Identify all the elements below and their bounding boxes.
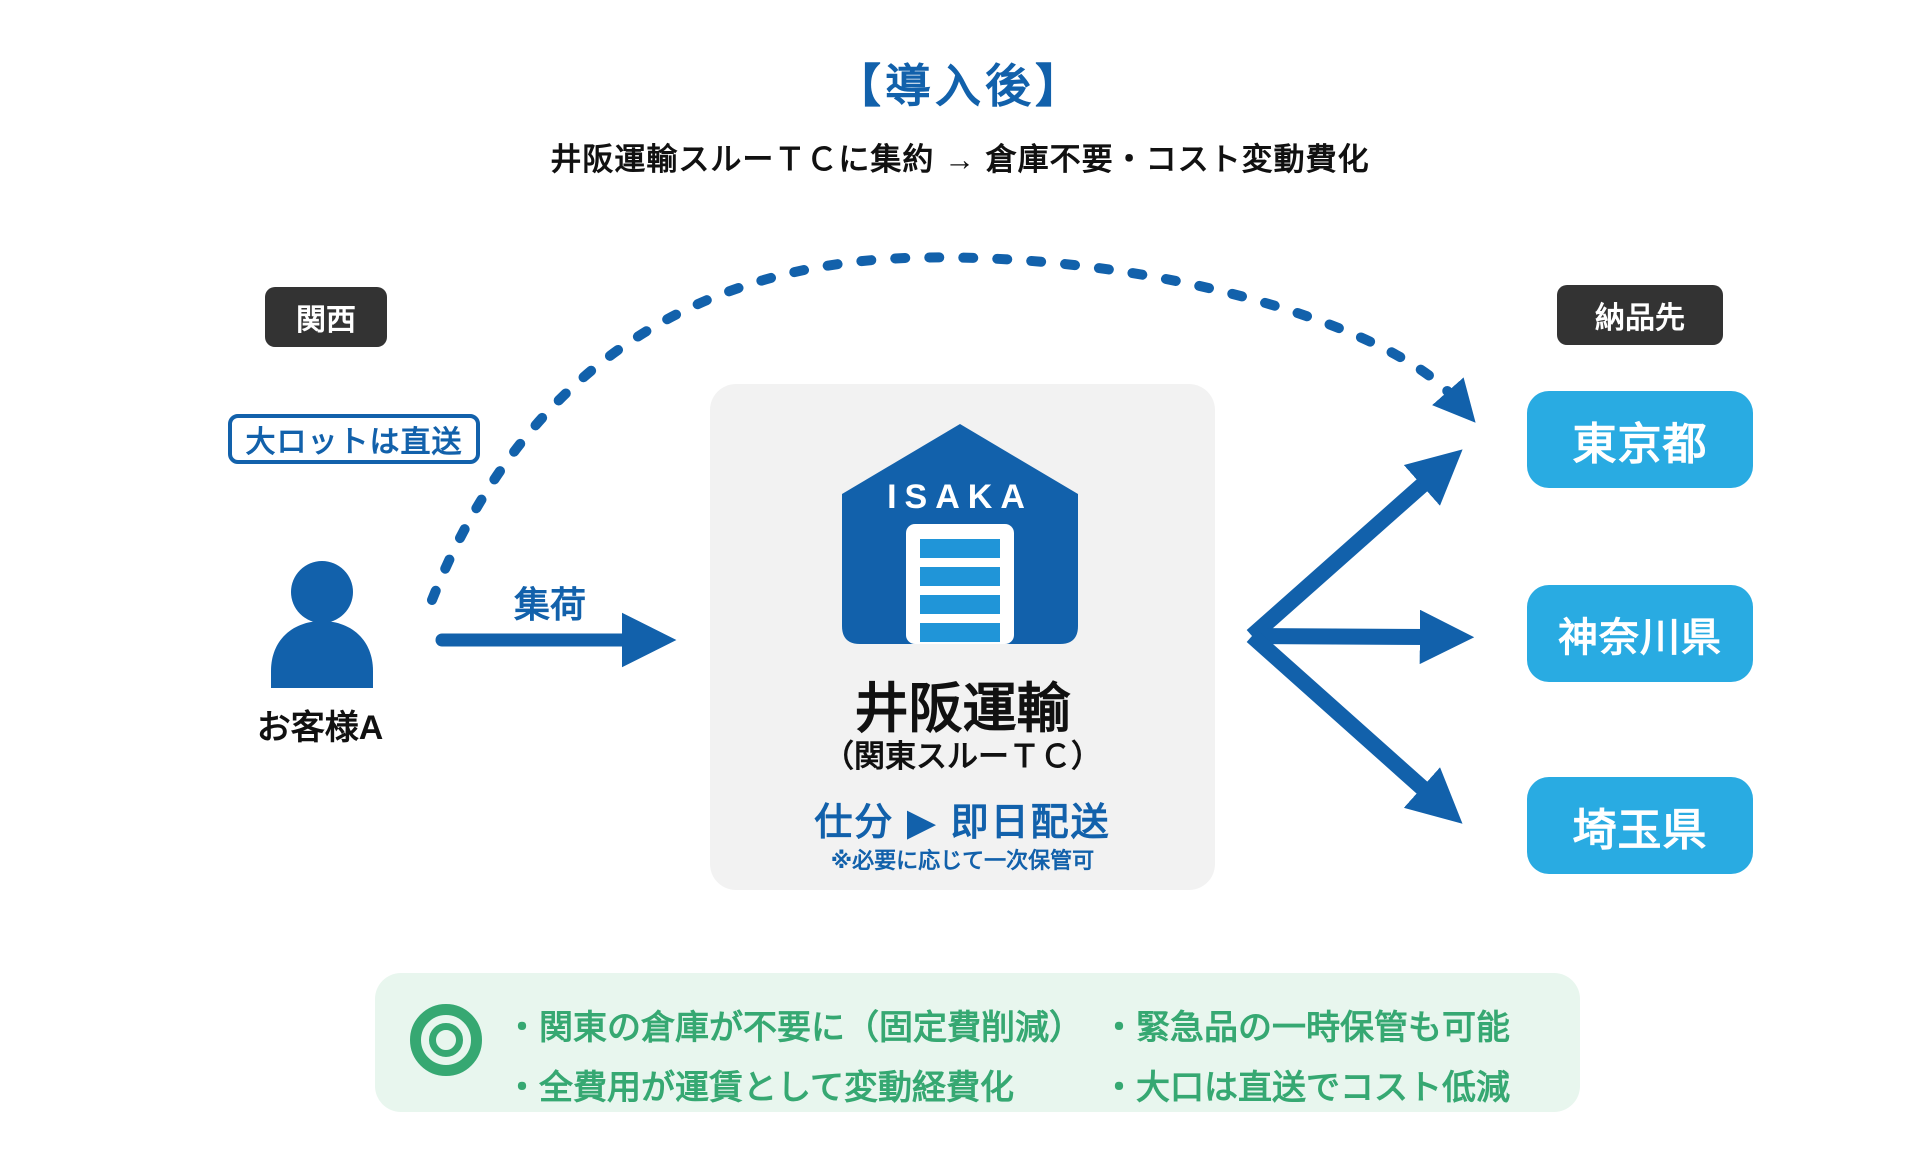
pickup-arrow-label: 集荷 — [513, 584, 586, 625]
benefit-item: ・関東の倉庫が不要に（固定費削減） — [505, 1009, 1083, 1047]
hub-process-label: 仕分 ▶ 即日配送 — [814, 802, 1111, 844]
fanout-arrow-kanagawa — [1251, 609, 1475, 665]
benefits-panel — [375, 973, 1580, 1112]
benefit-item: ・大口は直送でコスト低減 — [1102, 1069, 1510, 1107]
region-badge-kansai: 関西 — [265, 287, 387, 347]
double-circle-icon-inner — [429, 1023, 463, 1057]
region-badge-delivery-label: 納品先 — [1595, 302, 1685, 335]
destination-label-tokyo: 東京都 — [1572, 419, 1708, 469]
hub-company-name: 井阪運輸 — [854, 679, 1071, 739]
hub-company-subname: （関東スルーＴＣ） — [823, 739, 1102, 774]
destination-label-saitama: 埼玉県 — [1572, 805, 1708, 855]
hub-storage-note: ※必要に応じて一次保管可 — [830, 848, 1095, 873]
region-badge-delivery: 納品先 — [1557, 285, 1723, 345]
destination-label-kanagawa: 神奈川県 — [1558, 615, 1722, 660]
direct-shipping-note: 大ロットは直送 — [228, 414, 480, 464]
destination-box-saitama: 埼玉県 — [1527, 777, 1753, 874]
fanout-arrow-saitama — [1246, 630, 1463, 824]
benefits-list-left: ・関東の倉庫が不要に（固定費削減） ・全費用が運賃として変動経費化 — [505, 1000, 1085, 1109]
destination-box-kanagawa: 神奈川県 — [1527, 585, 1753, 682]
customer-label: お客様A — [256, 709, 384, 747]
page-subtitle: 井阪運輸スルーＴＣに集約 → 倉庫不要・コスト変動費化 — [550, 142, 1370, 177]
fanout-arrow-tokyo — [1246, 449, 1463, 642]
region-badge-kansai-label: 関西 — [296, 304, 356, 337]
benefit-item: ・緊急品の一時保管も可能 — [1102, 1009, 1510, 1047]
destination-box-tokyo: 東京都 — [1527, 391, 1753, 488]
benefits-list-right: ・緊急品の一時保管も可能 ・大口は直送でコスト低減 — [1102, 1000, 1572, 1109]
customer-person-icon — [271, 561, 373, 688]
benefit-item: ・全費用が運賃として変動経費化 — [505, 1069, 1014, 1107]
double-circle-icon — [410, 1004, 482, 1076]
direct-shipping-note-label: 大ロットは直送 — [245, 426, 463, 459]
page-title: 【導入後】 — [835, 60, 1085, 112]
